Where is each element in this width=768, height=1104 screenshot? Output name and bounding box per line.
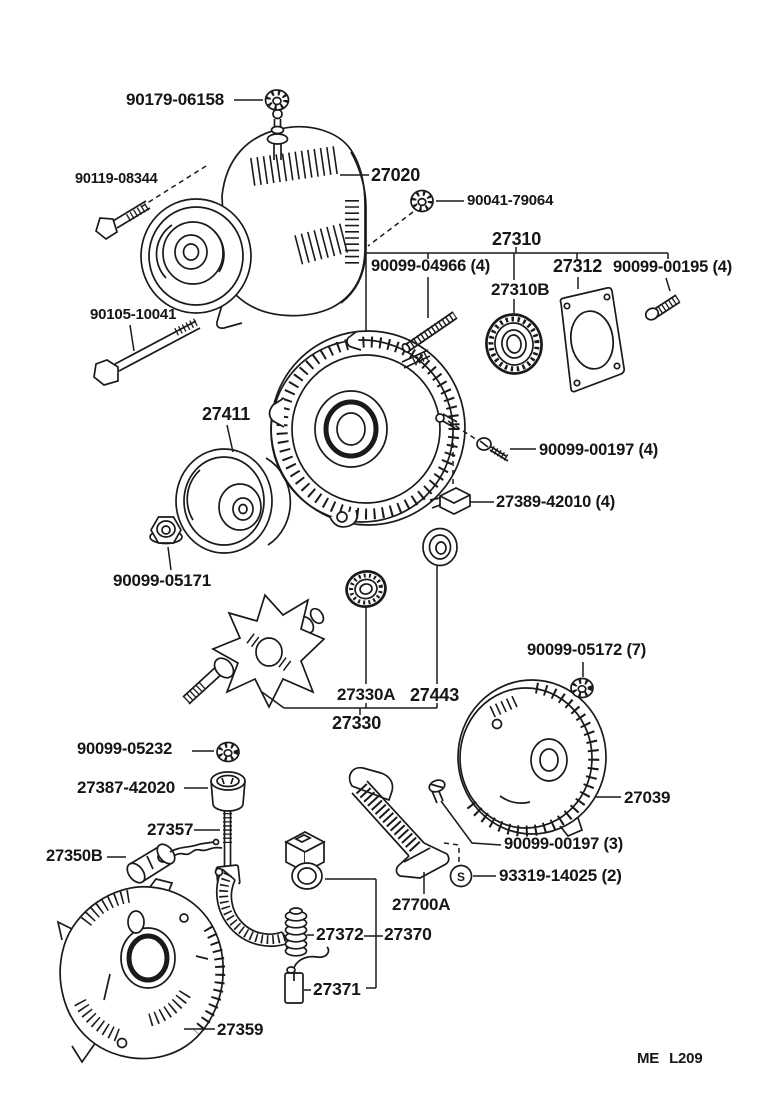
label-90099-05171: 90099-05171 <box>113 571 212 590</box>
regulator-art <box>348 766 450 879</box>
drive-end-frame-art <box>268 330 466 528</box>
frame-screw-art <box>476 437 509 462</box>
label-90119-08344: 90119-08344 <box>75 171 158 187</box>
label-90099-05172: 90099-05172 (7) <box>527 641 647 659</box>
label-27330: 27330 <box>332 713 382 733</box>
cover-nut-art <box>570 677 594 699</box>
diagram-code: ME L209 <box>637 1050 703 1067</box>
label-90099-00195: 90099-00195 (4) <box>613 258 733 276</box>
long-through-bolt-art <box>93 317 201 386</box>
pulley-art <box>175 448 292 554</box>
terminal-insulator-art <box>210 771 246 812</box>
label-27371: 27371 <box>313 979 361 999</box>
label-90099-04966: 90099-04966 (4) <box>371 257 491 275</box>
terminal-nut-art <box>216 741 240 763</box>
s-nut-mark: S <box>457 870 465 884</box>
label-27350B: 27350B <box>46 847 103 865</box>
label-90179-06158: 90179-06158 <box>126 90 225 109</box>
label-27387-42020: 27387-42020 <box>77 778 176 797</box>
brush-art <box>284 946 330 1004</box>
alternator-assembly-art <box>140 108 367 329</box>
label-27357: 27357 <box>147 820 194 839</box>
bearing-cover-art <box>422 527 458 567</box>
regulator-screw-art <box>428 779 446 804</box>
brush-spring-art <box>284 907 308 957</box>
label-27700A: 27700A <box>392 895 451 914</box>
label-27312: 27312 <box>553 256 603 276</box>
s-nut-art: S <box>449 864 473 888</box>
upper-through-bolt-art <box>95 200 151 241</box>
rear-end-frame-art <box>56 878 226 1064</box>
rotor-art <box>182 593 326 709</box>
label-90105-10041: 90105-10041 <box>90 306 177 323</box>
label-27370: 27370 <box>384 924 432 944</box>
label-27389-42010: 27389-42010 (4) <box>496 493 616 511</box>
label-27330A: 27330A <box>337 685 396 704</box>
rear-cover-art <box>457 679 607 838</box>
label-90099-00197-x4: 90099-00197 (4) <box>539 441 659 459</box>
label-27039: 27039 <box>624 788 671 807</box>
label-27411: 27411 <box>202 404 251 424</box>
dashed-alignment-lines <box>140 165 478 865</box>
label-27310B: 27310B <box>491 280 550 299</box>
bearing-retainer-art <box>559 286 626 393</box>
label-27372: 27372 <box>316 924 364 944</box>
label-27020: 27020 <box>371 165 421 185</box>
label-27310: 27310 <box>492 229 542 249</box>
pulley-lock-nut-art <box>149 516 183 545</box>
rotor-bearing-art <box>345 570 387 608</box>
label-27359: 27359 <box>217 1020 264 1039</box>
label-90099-05232: 90099-05232 <box>77 740 173 758</box>
stud-bolt-art <box>401 311 458 353</box>
suppressor-art <box>126 838 220 884</box>
label-90041-79064: 90041-79064 <box>467 192 554 209</box>
label-90099-00197-x3: 90099-00197 (3) <box>504 835 624 853</box>
label-27443: 27443 <box>410 685 460 705</box>
pulley-nut-art <box>264 89 290 111</box>
rear-nut-art <box>410 189 434 213</box>
front-bearing-art <box>485 313 543 375</box>
rectifier-holder-art <box>429 487 471 515</box>
retainer-bolt-art <box>644 293 682 321</box>
brush-holder-art <box>214 831 326 951</box>
leader-lines <box>107 99 671 1030</box>
label-93319-14025: 93319-14025 (2) <box>499 866 622 885</box>
